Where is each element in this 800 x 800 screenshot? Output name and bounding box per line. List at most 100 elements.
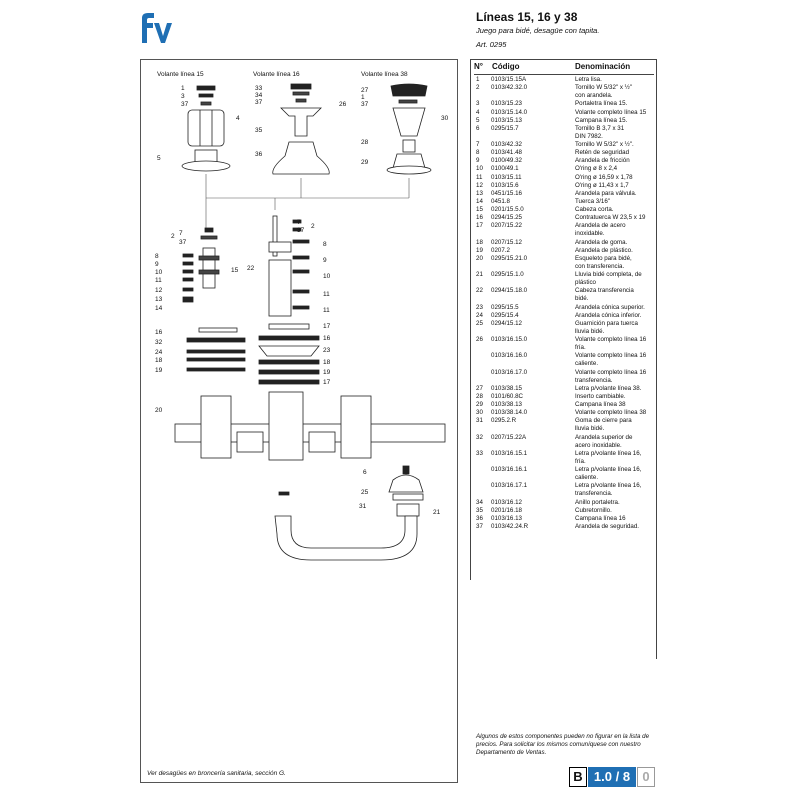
part-name: Arandela cónica superior. <box>575 303 645 311</box>
handle-15-stack <box>181 85 231 172</box>
callout: 36 <box>255 151 263 158</box>
callout: 7 <box>297 219 301 226</box>
part-number: 15 <box>476 206 483 213</box>
part-name: Contratuerca W 23,5 x 19 <box>575 214 646 222</box>
callout: 13 <box>155 296 163 303</box>
part-number: 14 <box>476 197 483 205</box>
part-name: Tornillo W 5/32" x ½". <box>575 141 634 148</box>
part-name: Letra p/volante línea 16, transferencia. <box>575 482 642 498</box>
callout: 10 <box>155 269 163 276</box>
page-extra: 0 <box>637 767 655 787</box>
part-name: Guarnición para tuerca lluvia bidé. <box>575 319 638 335</box>
part-code: 0100/49.1 <box>491 165 519 173</box>
table-row: 22 0294/15.18.0 Cabeza transferencia bidé. <box>474 287 654 303</box>
group-label-16: Volante línea 16 <box>253 71 300 78</box>
section-letter: B <box>569 767 587 787</box>
part-code: 0295/15.1.0 <box>491 271 524 278</box>
part-number: 36 <box>476 514 483 522</box>
part-number: 27 <box>476 384 483 392</box>
callout: 19 <box>323 369 331 376</box>
part-number: 33 <box>476 449 483 457</box>
part-number: 17 <box>476 222 483 230</box>
callout: 16 <box>155 329 163 336</box>
exploded-diagram-svg: Volante línea 15 Volante línea 16 Volant… <box>155 71 449 561</box>
part-name: Letra p/volante línea 16, caliente. <box>575 466 642 482</box>
part-code: 0103/16.15.0 <box>491 336 528 343</box>
part-name: Tornillo W 5/32" x ½" con arandela. <box>575 84 633 100</box>
callout: 28 <box>361 139 369 146</box>
group-label-38: Volante línea 38 <box>361 71 408 78</box>
handle-16-stack <box>272 83 330 175</box>
part-code: 0103/16.17.1 <box>491 482 528 490</box>
callout: 11 <box>323 307 330 314</box>
part-name: Cabeza transferencia bidé. <box>575 287 634 303</box>
page-subtitle: Juego para bidé, desagüe con tapita. <box>476 26 600 35</box>
part-code: 0103/38.14.0 <box>491 409 528 417</box>
callout: 8 <box>155 253 159 260</box>
part-name: Letra lisa. <box>575 76 602 83</box>
transfer-head <box>268 215 310 317</box>
exploded-diagram: Volante línea 15 Volante línea 16 Volant… <box>140 59 458 783</box>
callout: 24 <box>155 349 163 356</box>
header-name: Denominación <box>575 62 631 71</box>
handle-38-stack <box>386 83 432 175</box>
part-number: 3 <box>476 100 480 108</box>
callout: 16 <box>323 335 331 342</box>
part-name: Cubretornillo. <box>575 506 612 514</box>
part-code: 0103/38.15 <box>491 384 522 392</box>
cartridge-short <box>182 227 220 303</box>
part-code: 0103/15.14.0 <box>491 108 528 116</box>
part-number: 19 <box>476 246 483 254</box>
part-number: 30 <box>476 409 483 417</box>
part-name: Arandela de acero inoxidable. <box>575 222 626 238</box>
callout: 9 <box>155 261 159 268</box>
part-number: 6 <box>476 124 480 132</box>
callout: 1 <box>181 85 185 92</box>
part-number: 22 <box>476 287 483 295</box>
callout: 37 <box>361 101 369 108</box>
part-code: 0451/15.16 <box>491 189 522 197</box>
callout: 37 <box>179 239 187 246</box>
header-code: Código <box>492 62 520 71</box>
part-code: 0207/15.22A <box>491 433 527 441</box>
part-number: 9 <box>476 157 480 165</box>
part-number: 29 <box>476 401 483 408</box>
part-number: 8 <box>476 149 480 157</box>
part-number: 11 <box>476 173 483 181</box>
part-name: Volante completo línea 15 <box>575 108 647 116</box>
part-code: 0103/42.32 <box>491 141 522 148</box>
part-name: O'ring ø 11,43 x 1,7 <box>575 181 629 189</box>
part-number: 1 <box>476 76 480 83</box>
callout: 31 <box>359 503 367 510</box>
table-right-rule <box>656 59 657 659</box>
part-code: 0201/16.18 <box>491 506 522 514</box>
part-name: Esqueleto para bidé, con transferencia. <box>575 254 632 270</box>
callout: 19 <box>155 367 163 374</box>
table-divider <box>470 59 471 580</box>
part-code: 0103/16.15.1 <box>491 449 528 457</box>
page-title: Líneas 15, 16 y 38 <box>476 10 578 24</box>
part-code: 0294/15.18.0 <box>491 287 528 295</box>
part-code: 0295/15.5 <box>491 303 519 311</box>
part-code: 0103/42.24.R <box>491 522 529 530</box>
part-code: 0100/49.32 <box>491 157 522 165</box>
callout: 37 <box>255 99 263 106</box>
part-code: 0103/15.13 <box>491 116 522 124</box>
callout: 9 <box>323 257 327 264</box>
callout: 30 <box>441 115 449 122</box>
part-code: 0295.2.R <box>491 417 517 425</box>
callout: 17 <box>323 379 331 386</box>
